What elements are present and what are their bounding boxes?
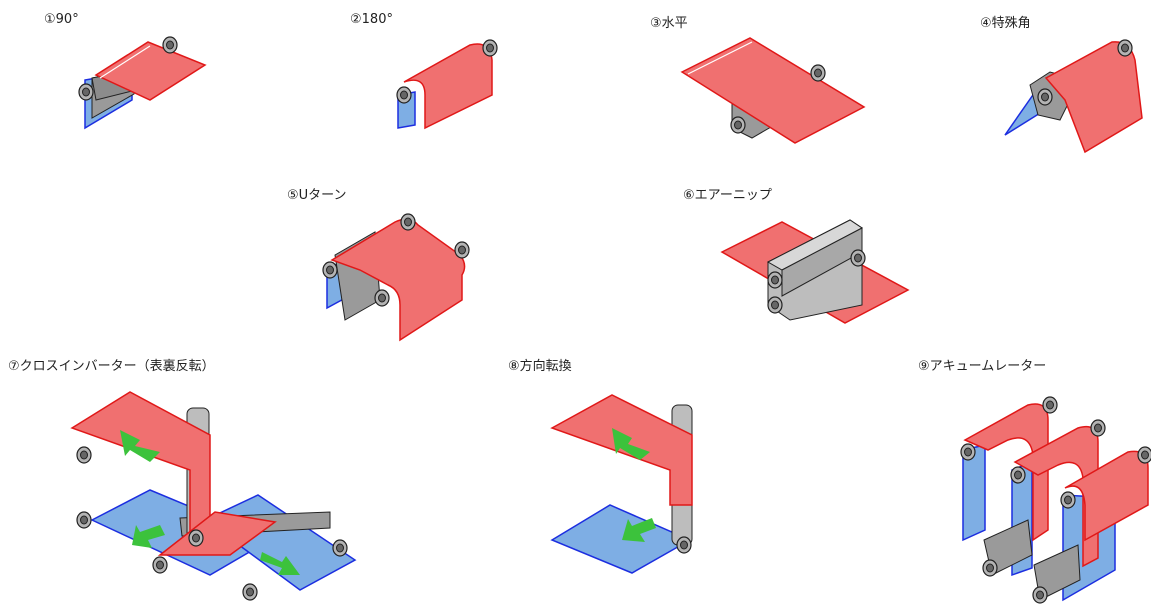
roller-end-icon [188, 529, 204, 547]
roller-end-icon [76, 511, 92, 529]
flow-arrow-icon [260, 552, 300, 575]
roller-end-icon [1037, 88, 1053, 106]
roller-end-icon [1117, 39, 1133, 57]
flow-arrow-icon [132, 525, 165, 548]
diagram-accumulator [960, 396, 1151, 604]
roller-end-icon [242, 583, 258, 601]
roller-end-icon [78, 83, 94, 101]
roller-end-icon [1042, 396, 1058, 414]
roller-end-icon [454, 241, 470, 259]
roller-end-icon [332, 539, 348, 557]
roller-end-icon [730, 116, 746, 134]
flow-arrow-icon [622, 518, 656, 542]
diagram-horizontal [680, 37, 866, 144]
label-u-turn: ⑤Uターン [287, 188, 347, 203]
nip-roller-end-icon [767, 296, 783, 314]
label-air-nip: ⑥エアーニップ [683, 188, 772, 203]
diagram-cross-inverter [70, 391, 357, 601]
roller-end-icon [482, 39, 498, 57]
label-90: ①90° [44, 12, 79, 27]
label-direction-change: ⑧方向転換 [508, 359, 572, 374]
nip-roller-end-icon [767, 271, 783, 289]
roller-end-icon [1010, 466, 1026, 484]
roller-end-icon [162, 36, 178, 54]
flow-arrow-icon [120, 430, 160, 462]
diagram-special-angle [1004, 39, 1143, 154]
flow-arrow-icon [612, 428, 650, 460]
label-accumulator: ⑨アキュームレーター [918, 359, 1047, 374]
roller-end-icon [76, 446, 92, 464]
roller-end-icon [676, 536, 692, 554]
diagram-u-turn [322, 213, 470, 342]
diagram-direction-change [550, 394, 693, 574]
roller-end-icon [322, 261, 338, 279]
roller-end-icon [1060, 491, 1076, 509]
diagram-180-degree [396, 39, 498, 130]
roller-end-icon [152, 556, 168, 574]
diagram-air-nip [720, 219, 910, 324]
roller-end-icon [1032, 586, 1048, 604]
roller-end-icon [982, 559, 998, 577]
roller-end-icon [1137, 446, 1151, 464]
label-horizontal: ③水平 [650, 16, 688, 31]
label-180: ②180° [350, 12, 393, 27]
roller-end-icon [400, 213, 416, 231]
diagram-90-degree [78, 36, 207, 130]
label-cross-inverter: ⑦クロスインバーター（表裏反転） [8, 359, 215, 374]
roller-end-icon [374, 289, 390, 307]
label-special-angle: ④特殊角 [980, 16, 1031, 31]
nip-roller-end-icon [850, 249, 866, 267]
roller-end-icon [1090, 419, 1106, 437]
roller-end-icon [960, 443, 976, 461]
roller-end-icon [810, 64, 826, 82]
roller-end-icon [396, 86, 412, 104]
